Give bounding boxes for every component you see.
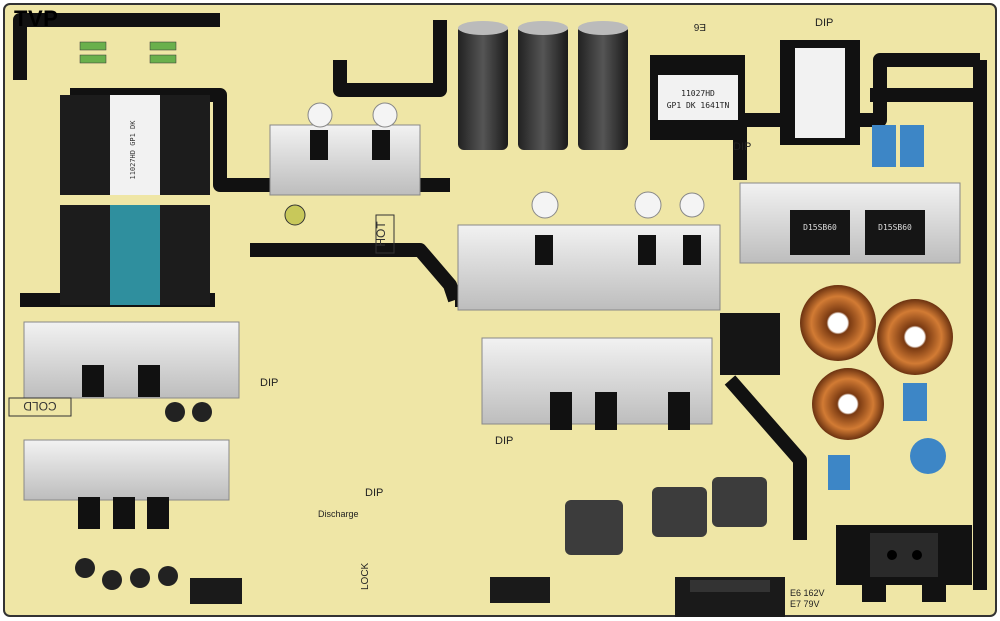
dip-label-4: DIP bbox=[733, 141, 751, 153]
relay bbox=[720, 313, 780, 375]
heatsink-left-upper bbox=[23, 321, 240, 399]
connector bbox=[190, 578, 242, 604]
svg-text:GP1 DK 1641TN: GP1 DK 1641TN bbox=[667, 101, 730, 110]
heatsink-top-left bbox=[269, 124, 421, 196]
toroid-choke bbox=[812, 368, 884, 440]
film-capacitor bbox=[872, 125, 896, 167]
connector bbox=[490, 577, 550, 603]
transformer-top-right bbox=[780, 40, 860, 145]
ac-power-inlet bbox=[836, 525, 972, 602]
diode-bridge bbox=[790, 210, 850, 255]
dip-label-5: DIP bbox=[815, 17, 833, 29]
smd-inductor bbox=[652, 487, 707, 537]
hot-label: HOT bbox=[374, 221, 388, 247]
heatsink-center bbox=[457, 224, 721, 311]
heatsink-left-lower bbox=[23, 439, 230, 501]
diode-bridge bbox=[865, 210, 925, 255]
rating-line-2: E7 79V bbox=[790, 599, 820, 609]
dip-label-2: DIP bbox=[495, 435, 513, 447]
transformer-left-top: 11027HD GP1 DK bbox=[60, 95, 210, 195]
smd-inductor bbox=[565, 500, 623, 555]
svg-text:11027HD GP1 DK: 11027HD GP1 DK bbox=[129, 120, 137, 180]
diode-a-label: D15SB60 bbox=[803, 223, 837, 232]
y-capacitor bbox=[910, 438, 946, 474]
e6-label: E6 bbox=[693, 21, 706, 32]
transformer-left-bottom bbox=[60, 205, 210, 305]
mosfet bbox=[310, 130, 328, 160]
bulk-capacitors bbox=[458, 21, 628, 150]
smd-inductor bbox=[712, 477, 767, 527]
discharge-label: Discharge bbox=[318, 509, 359, 519]
dip-label-1: DIP bbox=[260, 377, 278, 389]
cold-label: COLD bbox=[23, 399, 57, 413]
resistor-array bbox=[79, 41, 177, 64]
svg-text:11027HD: 11027HD bbox=[681, 89, 715, 98]
film-capacitor bbox=[900, 125, 924, 167]
diode-b-label: D15SB60 bbox=[878, 223, 912, 232]
toroid-choke bbox=[877, 299, 953, 375]
mosfet bbox=[372, 130, 390, 160]
rating-line-1: E6 162V bbox=[790, 588, 825, 598]
watermark-text: TVP bbox=[14, 6, 59, 31]
dip-label-3: DIP bbox=[365, 487, 383, 499]
transformer-top-center: 11027HD GP1 DK 1641TN bbox=[650, 55, 745, 140]
toroid-choke bbox=[800, 285, 876, 361]
lock-label: LOCK bbox=[360, 562, 371, 590]
